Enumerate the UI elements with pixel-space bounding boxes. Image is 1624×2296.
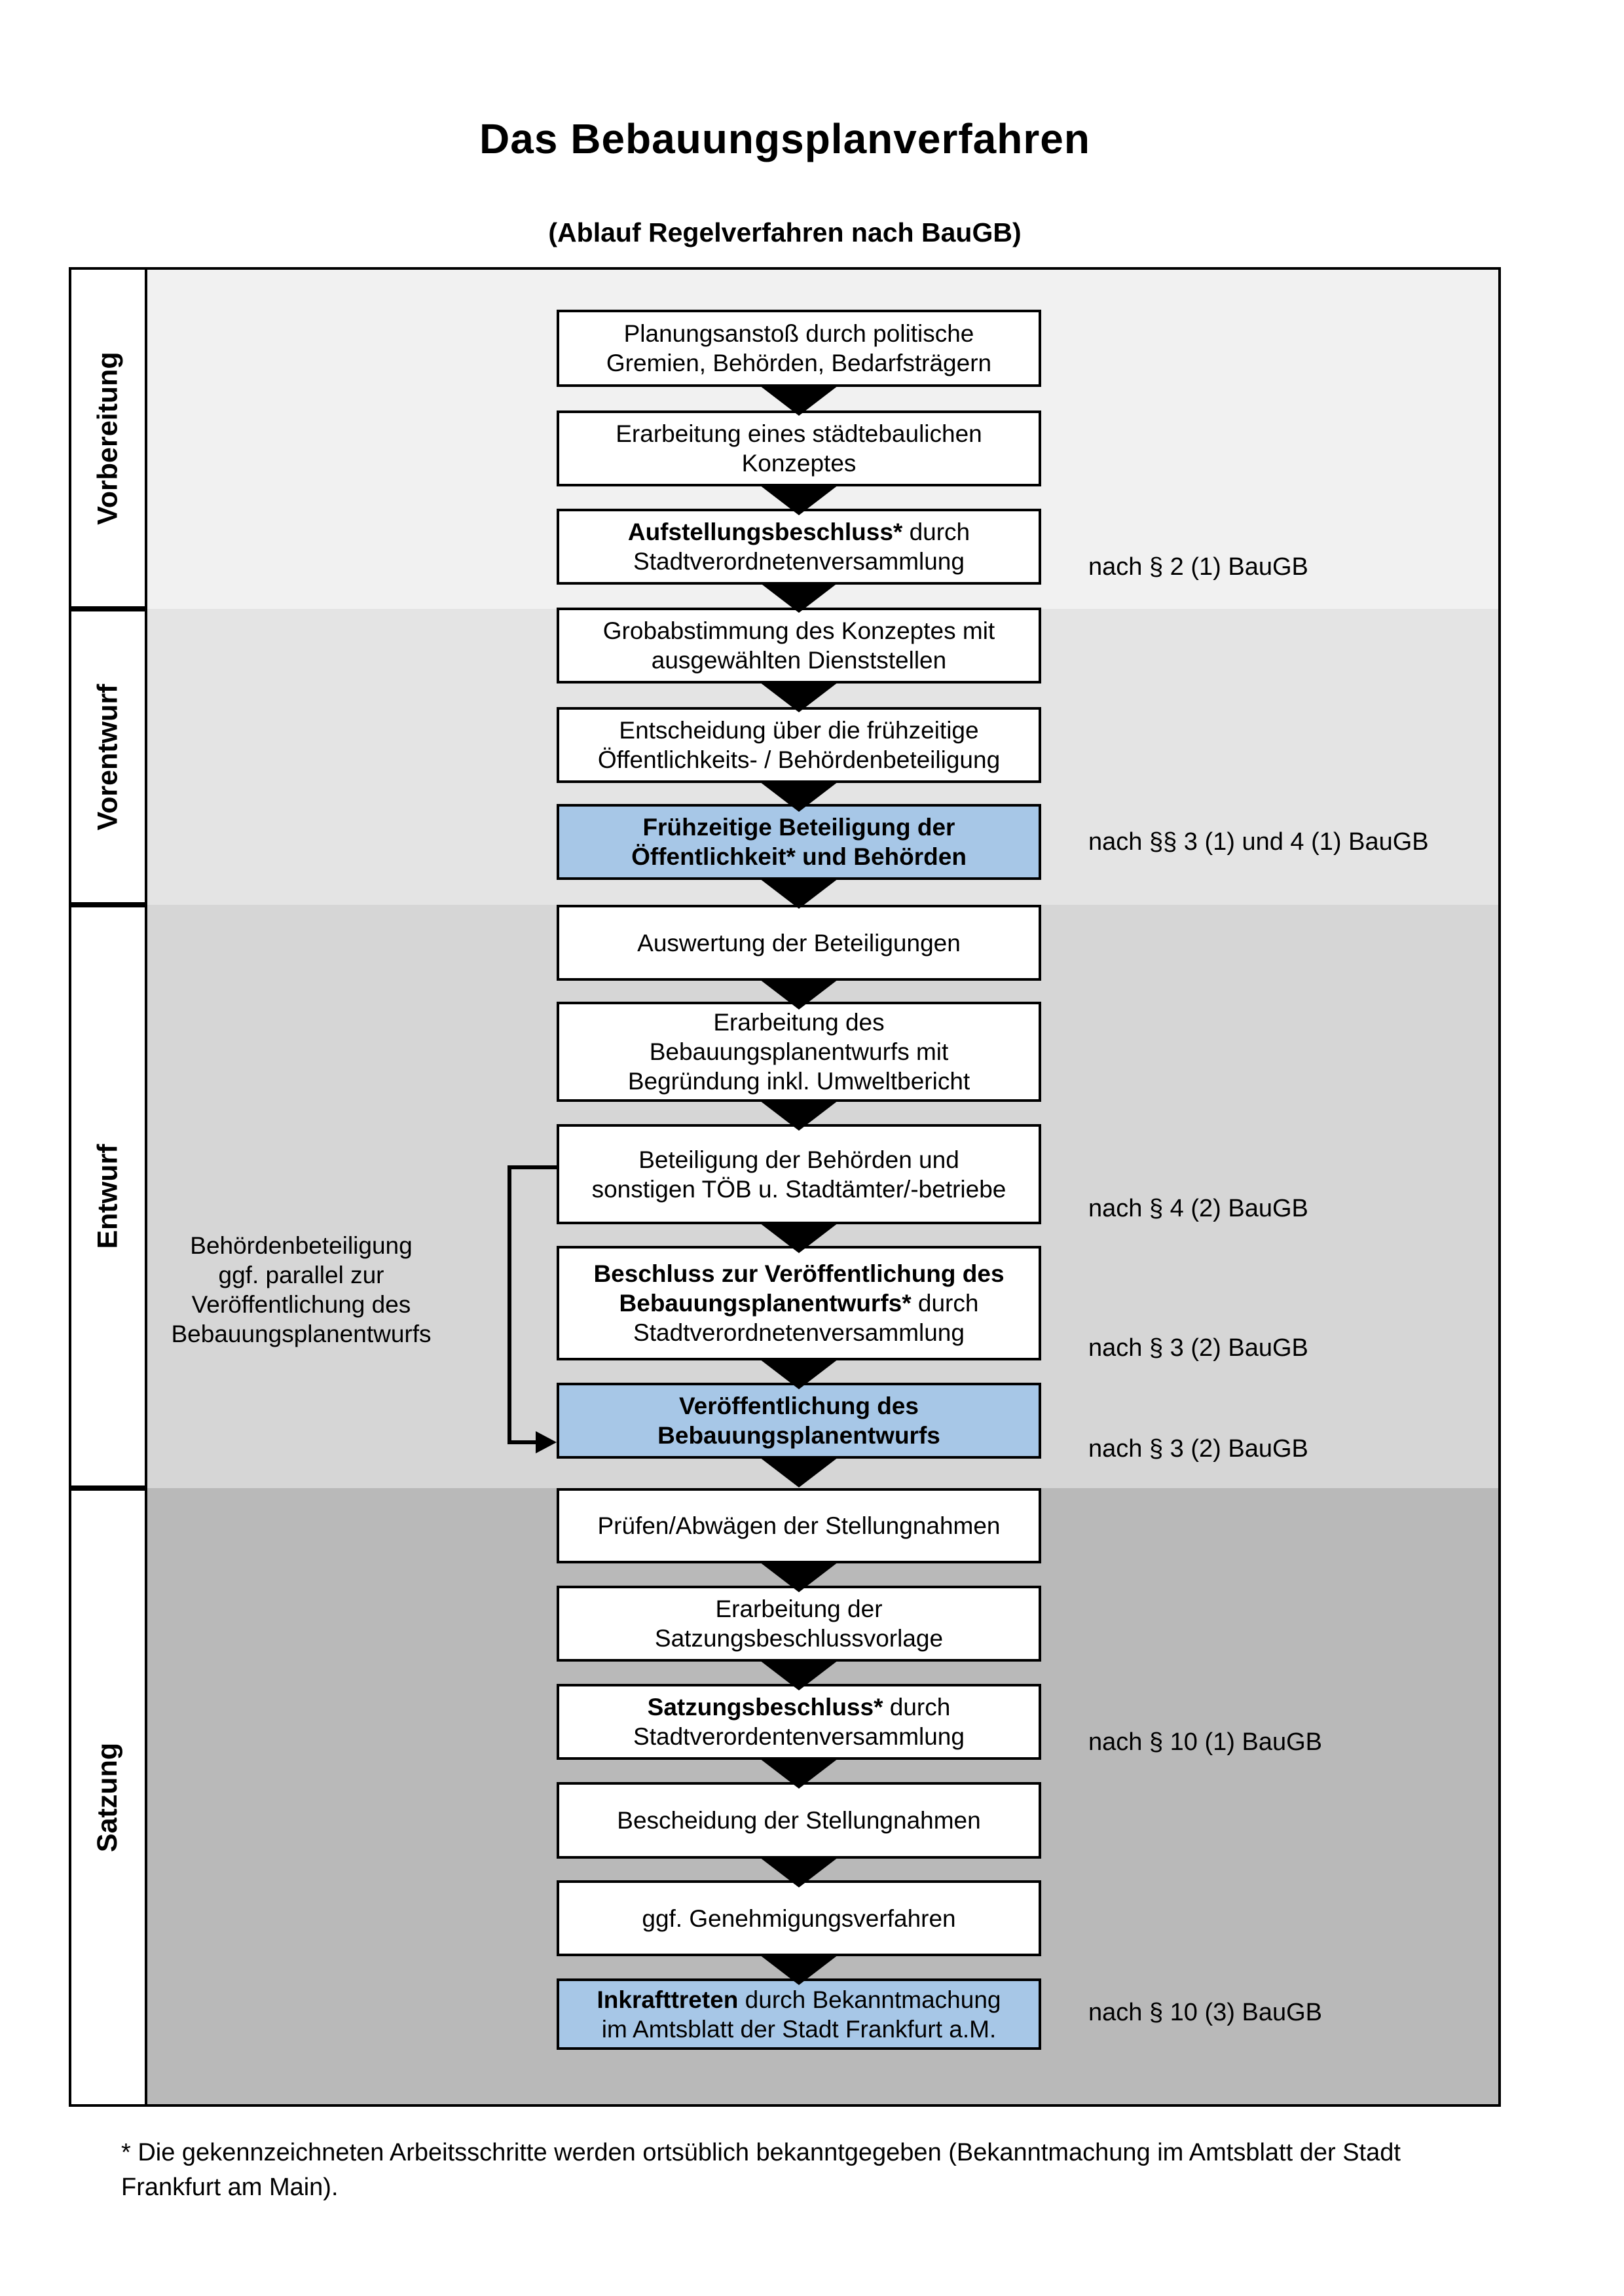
down-arrow-icon (760, 682, 838, 712)
down-arrow-icon (760, 979, 838, 1010)
legal-ref-aufstellungsbeschluss: nach § 2 (1) BauGB (1088, 553, 1308, 581)
right-arrow-icon (536, 1431, 557, 1453)
down-arrow-icon (760, 583, 838, 613)
footnote: * Die gekennzeichneten Arbeitsschritte w… (121, 2136, 1536, 2205)
down-arrow-icon (760, 1562, 838, 1592)
box-genehmigungsverfahren: ggf. Genehmigungsverfahren (557, 1880, 1041, 1956)
side-note-line: Behördenbeteiligung (190, 1232, 413, 1259)
down-arrow-icon (760, 1955, 838, 1985)
phase-label-vorentwurf: Vorentwurf (92, 683, 124, 830)
phase-label-cell-vorbereitung: Vorbereitung (69, 267, 147, 609)
down-arrow-icon (760, 782, 838, 812)
page-subtitle: (Ablauf Regelverfahren nach BauGB) (548, 217, 1022, 247)
down-arrow-icon (760, 386, 838, 416)
box-pruefen-abwaegen: Prüfen/Abwägen der Stellungnahmen (557, 1488, 1041, 1563)
footnote-line-2: Frankfurt am Main). (121, 2174, 339, 2201)
phase-label-cell-vorentwurf: Vorentwurf (69, 609, 147, 905)
phase-label-satzung: Satzung (92, 1742, 124, 1853)
footnote-line-1: * Die gekennzeichneten Arbeitsschritte w… (121, 2139, 1401, 2166)
legal-ref-veroeffentlichung: nach § 3 (2) BauGB (1088, 1435, 1308, 1463)
down-arrow-icon (760, 1457, 838, 1487)
parallel-connector-vertical (507, 1165, 511, 1444)
legal-ref-fruehzeitige-beteiligung: nach §§ 3 (1) und 4 (1) BauGB (1088, 828, 1429, 856)
legal-ref-inkrafttreten: nach § 10 (3) BauGB (1088, 1999, 1322, 2026)
box-bescheidung: Bescheidung der Stellungnahmen (557, 1782, 1041, 1859)
down-arrow-icon (760, 1223, 838, 1253)
phase-label-cell-satzung: Satzung (69, 1488, 147, 2107)
phase-label-cell-entwurf: Entwurf (69, 905, 147, 1488)
parallel-connector-top (507, 1165, 559, 1169)
side-note-line: Veröffentlichung des (191, 1291, 411, 1318)
legal-ref-veroeffentlichungsbeschluss: nach § 3 (2) BauGB (1088, 1334, 1308, 1362)
legal-ref-satzungsbeschluss: nach § 10 (1) BauGB (1088, 1728, 1322, 1756)
down-arrow-icon (760, 879, 838, 909)
down-arrow-icon (760, 1359, 838, 1389)
side-note-parallel-beteiligung: Behördenbeteiligung ggf. parallel zur Ve… (157, 1231, 445, 1349)
side-note-line: Bebauungsplanentwurfs (171, 1321, 432, 1347)
box-auswertung: Auswertung der Beteiligungen (557, 905, 1041, 981)
phase-label-vorbereitung: Vorbereitung (92, 351, 124, 525)
parallel-connector-bottom (507, 1440, 538, 1444)
page-title: Das Bebauungsplanverfahren (479, 115, 1090, 162)
down-arrow-icon (760, 1101, 838, 1131)
down-arrow-icon (760, 1758, 838, 1789)
down-arrow-icon (760, 1660, 838, 1690)
down-arrow-icon (760, 485, 838, 515)
phase-label-entwurf: Entwurf (92, 1144, 124, 1249)
down-arrow-icon (760, 1857, 838, 1887)
legal-ref-behoerdenbeteiligung: nach § 4 (2) BauGB (1088, 1195, 1308, 1222)
side-note-line: ggf. parallel zur (218, 1262, 384, 1288)
